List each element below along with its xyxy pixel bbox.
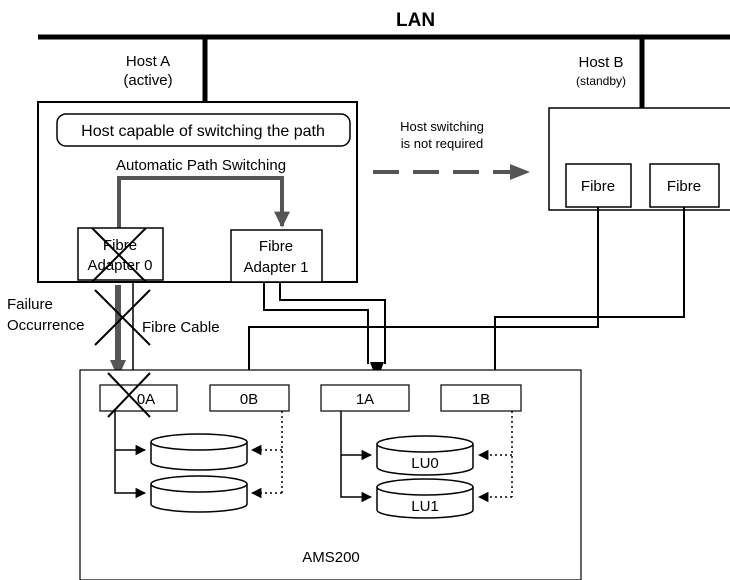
fibre-adapter-1-line1: Fibre xyxy=(259,238,293,255)
port-0b xyxy=(209,384,290,412)
host-b-port1-label: Fibre xyxy=(581,178,615,195)
host-b-fibre-port-2 xyxy=(649,163,720,208)
host-a-capability: Host capable of switching the path xyxy=(81,123,325,140)
storage-name: AMS200 xyxy=(302,549,360,566)
adapter-0-failed-x2 xyxy=(91,227,147,283)
failure-label-line1: Failure xyxy=(7,296,53,313)
fibre-adapter-1-line2: Adapter 1 xyxy=(243,259,308,276)
host-a-feature: Automatic Path Switching xyxy=(116,157,286,174)
cable-failure-x2 xyxy=(94,289,151,346)
automatic-switch-arrow xyxy=(117,176,290,228)
port-0a xyxy=(99,384,178,412)
host-b-state: (standby) xyxy=(576,74,626,88)
lu1-disk xyxy=(376,478,474,519)
host-a-capability-box xyxy=(56,113,351,147)
lu0-disk-left xyxy=(150,433,248,471)
host-a-name: Host A xyxy=(126,53,170,70)
fibre-adapter-0-line2: Adapter 0 xyxy=(87,257,152,274)
switching-arrow-head xyxy=(510,164,530,180)
lu1-disk-left xyxy=(150,475,248,513)
port-1a xyxy=(320,384,410,412)
port-1a-label: 1A xyxy=(356,391,374,408)
lu0-label: LU0 xyxy=(411,455,439,472)
failure-label-line2: Occurrence xyxy=(7,317,85,334)
lu1-label: LU1 xyxy=(411,498,439,515)
port-0a-to-lu1-left xyxy=(114,411,147,499)
lan-label: LAN xyxy=(396,10,435,31)
switching-note-line1: Host switching xyxy=(400,119,484,134)
active-path-inner xyxy=(279,282,386,364)
host-b-cable-to-0b xyxy=(248,207,599,385)
fibre-adapter-1 xyxy=(230,229,323,283)
port-0a-failed-x2 xyxy=(107,372,151,418)
host-b-port2-label: Fibre xyxy=(667,178,701,195)
port-1a-to-lu1 xyxy=(340,411,373,503)
host-b-cable-to-1b xyxy=(494,207,685,385)
failed-path-arrow-head xyxy=(110,360,126,378)
switching-note-line2: is not required xyxy=(401,136,483,151)
host-a-state: (active) xyxy=(123,72,172,89)
lu0-disk xyxy=(376,435,474,476)
active-path-outer xyxy=(263,282,369,364)
port-0a-label: 0A xyxy=(137,391,155,408)
port-1b-label: 1B xyxy=(472,391,490,408)
fibre-cable-label: Fibre Cable xyxy=(142,319,220,336)
host-b-name: Host B xyxy=(578,54,623,71)
fibre-adapter-0-line1: Fibre xyxy=(103,237,137,254)
port-0b-label: 0B xyxy=(240,391,258,408)
port-1b xyxy=(440,384,522,412)
